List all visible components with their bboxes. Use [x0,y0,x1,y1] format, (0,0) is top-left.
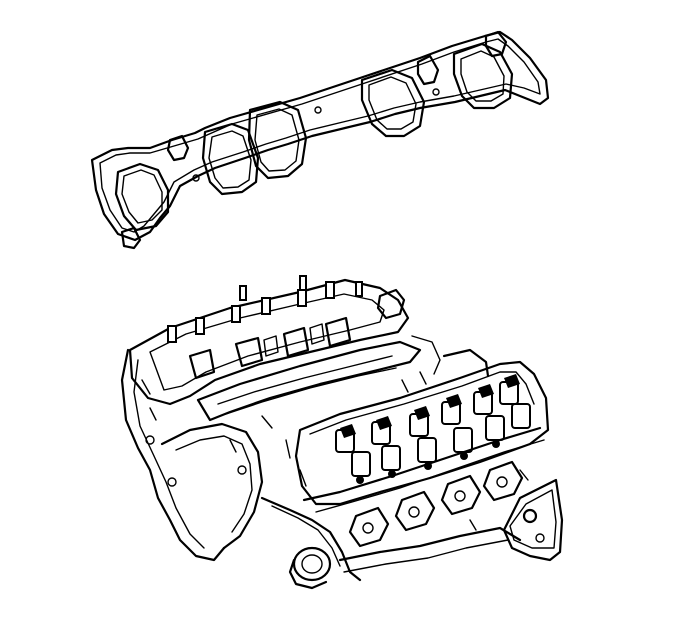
block-bosses [348,460,524,548]
far-head-studs [167,275,363,343]
engine-block [120,275,564,590]
shading-strokes [141,371,529,531]
water-pump [288,546,332,590]
far-head-ports [188,316,352,380]
intake-gasket [90,30,550,250]
near-head-valvetrain [335,374,531,484]
